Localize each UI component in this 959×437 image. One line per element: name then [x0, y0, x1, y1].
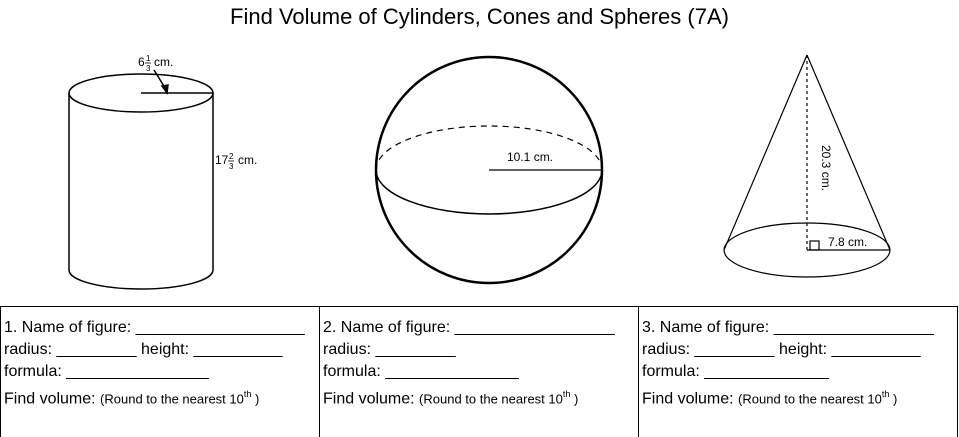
name-blank[interactable]: __________________	[454, 319, 615, 336]
round-note-close: )	[889, 391, 898, 407]
height-label: height:	[779, 341, 828, 358]
radius-blank[interactable]: _________	[56, 341, 137, 358]
round-note-sup: th	[243, 389, 252, 399]
cone-figure	[723, 54, 891, 278]
cylinder-radius-unit: cm.	[154, 55, 173, 69]
question-3: 3. Name of figure: __________________ ra…	[638, 307, 958, 437]
cylinder-figure	[68, 69, 214, 290]
round-note-close: )	[570, 391, 579, 407]
volume-label: Find volume:	[4, 390, 96, 408]
round-note-close: )	[251, 391, 260, 407]
cone-height-label: 20.3 cm.	[819, 145, 833, 191]
name-blank[interactable]: __________________	[773, 319, 934, 336]
radius-blank[interactable]: _________	[375, 341, 456, 358]
formula-blank[interactable]: ________________	[66, 363, 209, 380]
round-note-sup: th	[562, 389, 571, 399]
formula-blank[interactable]: ______________	[704, 363, 829, 380]
cylinder-height-unit: cm.	[238, 153, 257, 167]
radius-label: radius:	[323, 341, 372, 358]
right-angle-icon	[809, 240, 820, 251]
cylinder-height-den: 3	[229, 162, 234, 171]
figures: 6 1 3 cm. 17 2 3 cm. 10.1 cm. 20.3 cm. 7…	[68, 54, 891, 290]
formula-label: formula:	[323, 363, 381, 380]
round-note: (Round to the nearest 10	[100, 391, 244, 407]
answer-table: 1. Name of figure: ___________________ r…	[0, 306, 958, 437]
worksheet-title: Find Volume of Cylinders, Cones and Sphe…	[230, 4, 729, 29]
cylinder-radius-num: 1	[146, 54, 151, 63]
volume-label: Find volume:	[642, 390, 734, 408]
formula-label: formula:	[4, 363, 62, 380]
height-blank[interactable]: __________	[831, 341, 921, 358]
cone-radius-label: 7.8 cm.	[828, 235, 867, 249]
name-label: 3. Name of figure:	[642, 319, 770, 336]
formula-label: formula:	[642, 363, 700, 380]
name-label: 2. Name of figure:	[323, 319, 451, 336]
sphere-figure	[374, 55, 604, 285]
height-label: height:	[141, 341, 190, 358]
cylinder-height-whole: 17	[215, 153, 229, 167]
round-note: (Round to the nearest 10	[738, 391, 882, 407]
cylinder-height-num: 2	[229, 152, 234, 161]
name-blank[interactable]: ___________________	[135, 319, 305, 336]
round-note: (Round to the nearest 10	[419, 391, 563, 407]
radius-blank[interactable]: _________	[694, 341, 775, 358]
volume-label: Find volume:	[323, 390, 415, 408]
question-2: 2. Name of figure: __________________ ra…	[319, 307, 638, 437]
cylinder-radius-whole: 6	[138, 55, 145, 69]
round-note-sup: th	[881, 389, 890, 399]
name-label: 1. Name of figure:	[4, 319, 132, 336]
radius-label: radius:	[4, 341, 53, 358]
height-blank[interactable]: __________	[193, 341, 283, 358]
question-1: 1. Name of figure: ___________________ r…	[0, 307, 319, 437]
sphere-radius-label: 10.1 cm.	[507, 150, 553, 164]
radius-label: radius:	[642, 341, 691, 358]
formula-blank[interactable]: _______________	[385, 363, 519, 380]
cylinder-radius-den: 3	[146, 64, 151, 73]
